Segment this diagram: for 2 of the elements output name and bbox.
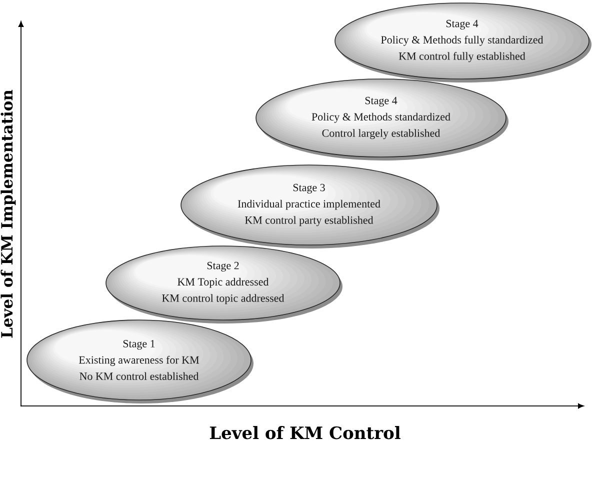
- axis-label: Level of KM Implementation: [0, 90, 16, 338]
- axis-label: Level of KM Control: [210, 426, 400, 440]
